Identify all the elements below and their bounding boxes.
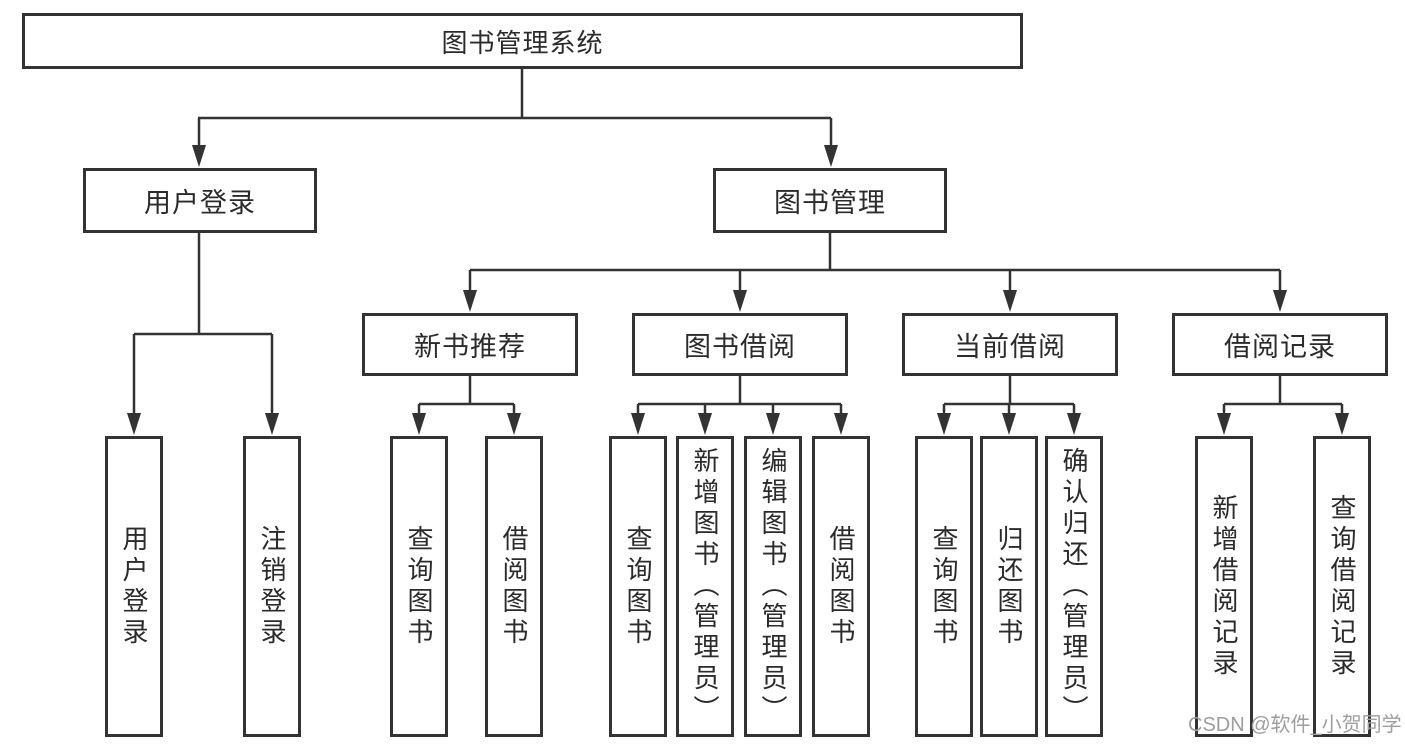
leaf-logout: 注销登录	[243, 436, 301, 737]
leaf-current-query-book-label: 查询图书	[929, 524, 959, 649]
leaf-borrowing-add-book-admin: 新增图书（管理员）	[676, 436, 734, 737]
leaf-borrowing-add-book-admin-label: 新增图书（管理员）	[690, 447, 720, 726]
connector-borrowing-to-leaves	[631, 376, 848, 435]
leaf-user-login-label: 用户登录	[119, 524, 149, 649]
node-book-management: 图书管理	[713, 168, 947, 233]
leaf-user-login: 用户登录	[105, 436, 163, 737]
node-user-login-label: 用户登录	[144, 188, 256, 218]
node-user-login: 用户登录	[83, 168, 317, 233]
leaf-borrowing-borrow-book-label: 借阅图书	[826, 524, 856, 649]
leaf-borrowing-borrow-book: 借阅图书	[812, 436, 870, 737]
connector-current-to-leaves	[937, 376, 1081, 435]
leaf-records-query-borrow-record-label: 查询借阅记录	[1327, 493, 1357, 680]
leaf-records-add-borrow-record-label: 新增借阅记录	[1209, 493, 1239, 680]
connector-userlogin-to-leaves	[127, 233, 279, 435]
node-current-borrowing: 当前借阅	[902, 313, 1118, 376]
node-book-management-label: 图书管理	[774, 188, 886, 218]
csdn-watermark: CSDN @软件_小贺同学	[1188, 714, 1402, 736]
leaf-borrowing-query-book: 查询图书	[609, 436, 667, 737]
node-borrowing-records: 借阅记录	[1172, 313, 1388, 376]
leaf-records-query-borrow-record: 查询借阅记录	[1313, 436, 1371, 737]
node-root-label: 图书管理系统	[441, 27, 604, 58]
leaf-borrowing-edit-book-admin: 编辑图书（管理员）	[744, 436, 802, 737]
leaf-recommend-query-book-label: 查询图书	[404, 524, 434, 649]
leaf-recommend-borrow-book: 借阅图书	[485, 436, 543, 737]
leaf-current-return-book-label: 归还图书	[994, 524, 1024, 649]
leaf-borrowing-edit-book-admin-label: 编辑图书（管理员）	[758, 447, 788, 726]
node-book-borrowing-label: 图书借阅	[684, 332, 796, 362]
leaf-logout-label: 注销登录	[257, 524, 287, 649]
node-book-borrowing: 图书借阅	[632, 313, 848, 376]
node-new-book-recommend-label: 新书推荐	[414, 332, 526, 362]
leaf-current-confirm-return-admin: 确认归还（管理员）	[1045, 436, 1103, 737]
connector-root-to-level2	[192, 69, 838, 167]
leaf-recommend-query-book: 查询图书	[390, 436, 448, 737]
leaf-recommend-borrow-book-label: 借阅图书	[499, 524, 529, 649]
node-borrowing-records-label: 借阅记录	[1224, 332, 1336, 362]
node-current-borrowing-label: 当前借阅	[954, 332, 1066, 362]
connector-bookmgmt-to-level3	[463, 233, 1287, 312]
leaf-current-return-book: 归还图书	[980, 436, 1038, 737]
leaf-current-confirm-return-admin-label: 确认归还（管理员）	[1059, 447, 1089, 726]
connector-records-to-leaves	[1217, 376, 1349, 435]
node-root-library-system: 图书管理系统	[22, 13, 1023, 69]
leaf-borrowing-query-book-label: 查询图书	[623, 524, 653, 649]
node-new-book-recommend: 新书推荐	[362, 313, 578, 376]
leaf-current-query-book: 查询图书	[915, 436, 973, 737]
leaf-records-add-borrow-record: 新增借阅记录	[1195, 436, 1253, 737]
connector-recommend-to-leaves	[412, 376, 521, 435]
